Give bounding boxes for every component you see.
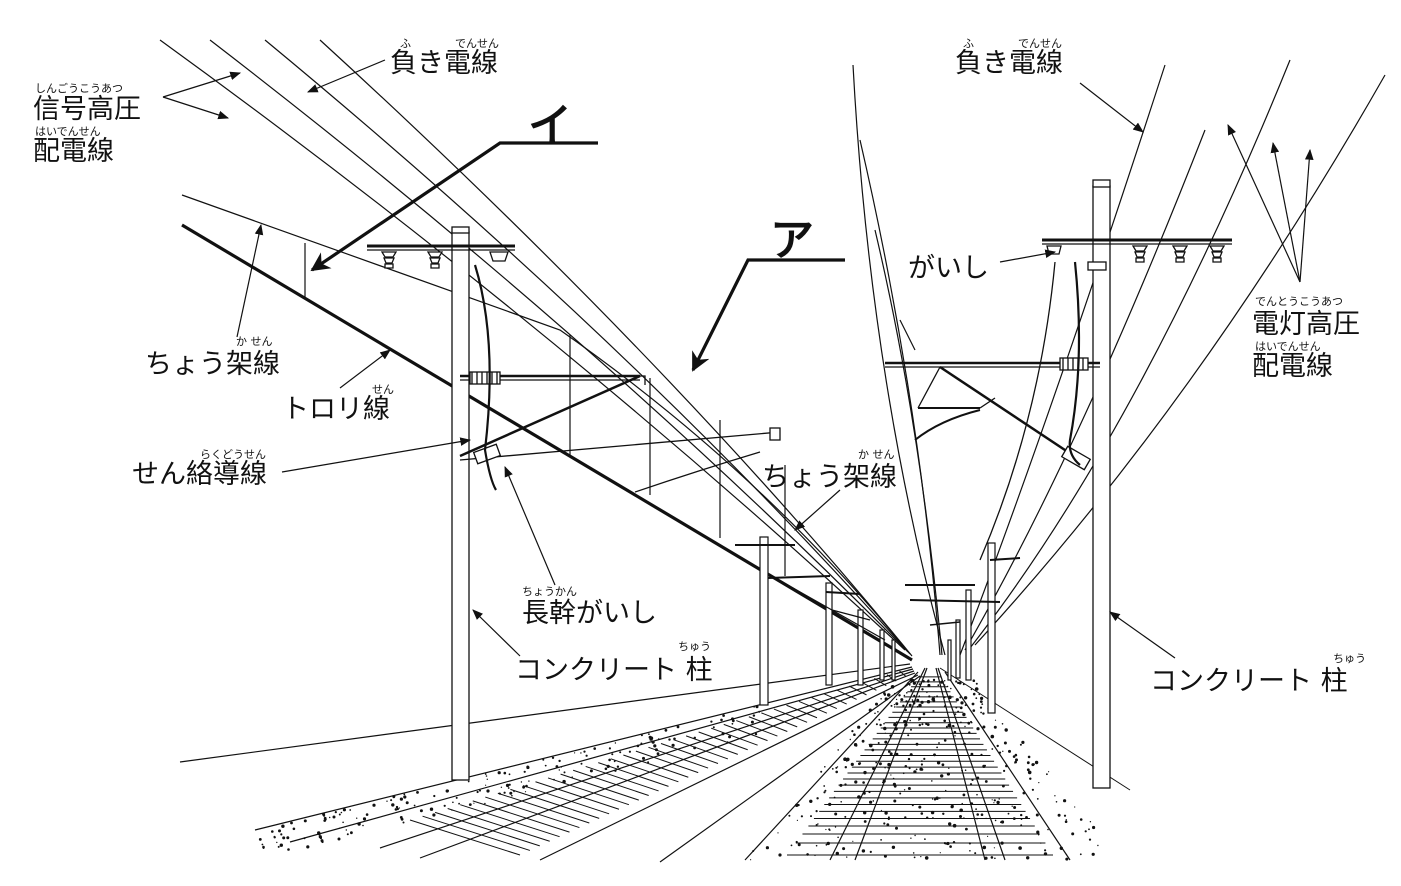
label-distribution-line-left: 配電線 bbox=[33, 136, 114, 167]
ruby-chokan: ちょうかん bbox=[522, 585, 577, 598]
annotation-arrows bbox=[162, 59, 1314, 659]
label-distribution-line-right: 配電線 bbox=[1252, 351, 1333, 382]
label-negative-feeder-right: 負き電線 bbox=[955, 48, 1063, 79]
pin-insulator-icon bbox=[1046, 245, 1226, 263]
label-insulator: がいし bbox=[908, 253, 989, 284]
ruby-rakudousen: らくどうせん bbox=[200, 448, 266, 461]
ruby-dento: でんとうこうあつ bbox=[1255, 295, 1343, 308]
pin-insulator-icon bbox=[380, 251, 509, 269]
ruby-chuu-right: ちゅう bbox=[1333, 652, 1366, 665]
ballast-dots bbox=[258, 678, 1099, 861]
ruby-kasen-left: か せん bbox=[236, 335, 273, 348]
label-signal-high-voltage: 信号高圧 bbox=[33, 94, 141, 125]
left-track bbox=[179, 663, 921, 863]
ruby-kasen-mid: か せん bbox=[858, 448, 895, 461]
right-distant-poles bbox=[905, 542, 1021, 714]
ruby-densen-right: でんせん bbox=[1018, 37, 1062, 50]
left-concrete-pole bbox=[367, 226, 781, 781]
label-messenger-wire-mid: ちょう架線 bbox=[762, 462, 897, 493]
label-long-rod-insulator: 長幹がいし bbox=[522, 598, 657, 629]
ruby-fu-right: ふ bbox=[963, 37, 974, 50]
label-lighting-high-voltage: 電灯高圧 bbox=[1252, 309, 1360, 340]
right-concrete-pole bbox=[885, 179, 1232, 789]
left-distant-poles bbox=[735, 536, 896, 706]
pointer-arrow-a bbox=[691, 258, 845, 372]
ruby-chuu-left: ちゅう bbox=[678, 640, 711, 653]
left-overhead-wires bbox=[159, 39, 913, 662]
ruby-densen: でんせん bbox=[455, 37, 499, 50]
label-messenger-wire-left: ちょう架線 bbox=[145, 349, 280, 380]
ruby-fu: ふ bbox=[400, 37, 411, 50]
label-flashover-conductor: せん絡導線 bbox=[132, 459, 267, 490]
marker-a: ア bbox=[770, 215, 814, 266]
label-concrete-pole-left: コンクリート 柱 bbox=[515, 655, 713, 686]
ruby-haidensen-right: はいでんせん bbox=[1255, 340, 1321, 353]
ruby-sen-trolley: せん bbox=[372, 383, 394, 396]
label-concrete-pole-right: コンクリート 柱 bbox=[1150, 666, 1348, 697]
label-trolley-wire: トロリ線 bbox=[282, 394, 390, 425]
marker-i: イ bbox=[528, 100, 572, 151]
pointer-arrow-i bbox=[310, 141, 598, 272]
label-negative-feeder-left: 負き電線 bbox=[390, 48, 498, 79]
ruby-shingo: しんごうこうあつ bbox=[35, 81, 123, 95]
ruby-haidensen-left: はいでんせん bbox=[35, 125, 101, 138]
